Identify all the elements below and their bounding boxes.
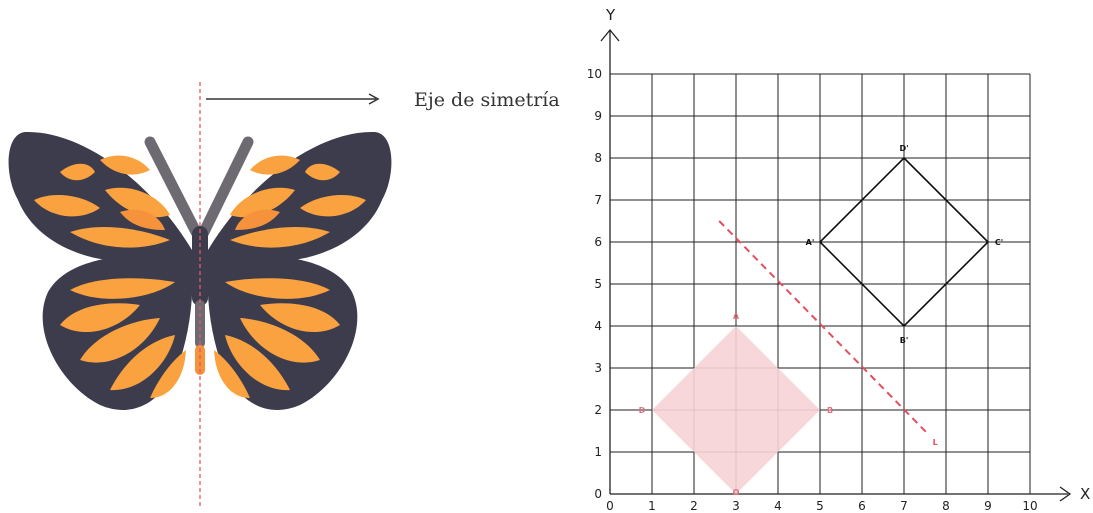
symmetry-line-label: L xyxy=(933,438,938,447)
x-axis-label: X xyxy=(1080,485,1090,503)
symmetry-line-l: L xyxy=(718,220,938,447)
wing-pattern-upper-right xyxy=(230,155,366,248)
symmetry-axis-callout: Eje de simetría xyxy=(206,89,560,111)
x-tick-label: 0 xyxy=(606,499,614,513)
symmetry-line xyxy=(718,220,930,436)
vertex-label: O xyxy=(733,488,740,497)
x-tick-label: 6 xyxy=(858,499,866,513)
x-tick-label: 10 xyxy=(1022,499,1037,513)
y-tick-label: 6 xyxy=(594,235,602,249)
vertex-label: D xyxy=(639,406,646,415)
x-tick-label: 7 xyxy=(900,499,908,513)
y-tick-label: 0 xyxy=(594,487,602,501)
y-tick-label: 3 xyxy=(594,361,602,375)
original-square: A B O D xyxy=(639,312,833,497)
y-tick-label: 5 xyxy=(594,277,602,291)
vertex-label: C' xyxy=(995,238,1003,247)
x-tick-label: 9 xyxy=(984,499,992,513)
original-square-fill xyxy=(652,326,820,494)
x-tick-label: 1 xyxy=(648,499,656,513)
vertex-label: B xyxy=(827,406,833,415)
y-tick-label: 2 xyxy=(594,403,602,417)
y-tick-label: 8 xyxy=(594,151,602,165)
x-tick-label: 3 xyxy=(732,499,740,513)
reflected-square: D' C' B' A' xyxy=(806,144,1003,345)
butterfly xyxy=(8,82,392,508)
butterfly-tail xyxy=(195,345,205,375)
vertex-label: D' xyxy=(899,144,908,153)
x-axis-arrow-icon xyxy=(1059,486,1072,502)
y-axis-arrow-icon xyxy=(600,28,620,42)
wing-upper-left xyxy=(8,131,192,266)
y-axis-label: Y xyxy=(605,6,616,24)
reflected-square-outline xyxy=(818,156,990,328)
vertex-label: A' xyxy=(806,238,815,247)
antenna-right xyxy=(198,136,254,238)
x-tick-label: 4 xyxy=(774,499,782,513)
y-tick-label: 1 xyxy=(594,445,602,459)
vertex-label: A xyxy=(733,312,740,321)
y-tick-label: 4 xyxy=(594,319,602,333)
antenna-left xyxy=(144,136,202,238)
x-tick-label: 5 xyxy=(816,499,824,513)
x-tick-label: 2 xyxy=(690,499,698,513)
coordinate-axes: X Y 0 1 2 3 4 5 6 7 8 9 10 1 2 3 4 5 6 7 8 9 10 0 xyxy=(587,6,1091,513)
wing-pattern-upper-left xyxy=(34,155,170,248)
vertex-label: B' xyxy=(900,336,909,345)
wing-pattern-lower-right xyxy=(214,278,340,398)
y-tick-label: 7 xyxy=(594,193,602,207)
symmetry-caption: Eje de simetría xyxy=(414,89,560,111)
wing-pattern-lower-left xyxy=(60,278,186,398)
y-tick-label: 10 xyxy=(587,67,602,81)
x-tick-label: 8 xyxy=(942,499,950,513)
callout-arrow-head-icon xyxy=(368,93,380,105)
wing-upper-right xyxy=(208,131,392,266)
y-tick-label: 9 xyxy=(594,109,602,123)
